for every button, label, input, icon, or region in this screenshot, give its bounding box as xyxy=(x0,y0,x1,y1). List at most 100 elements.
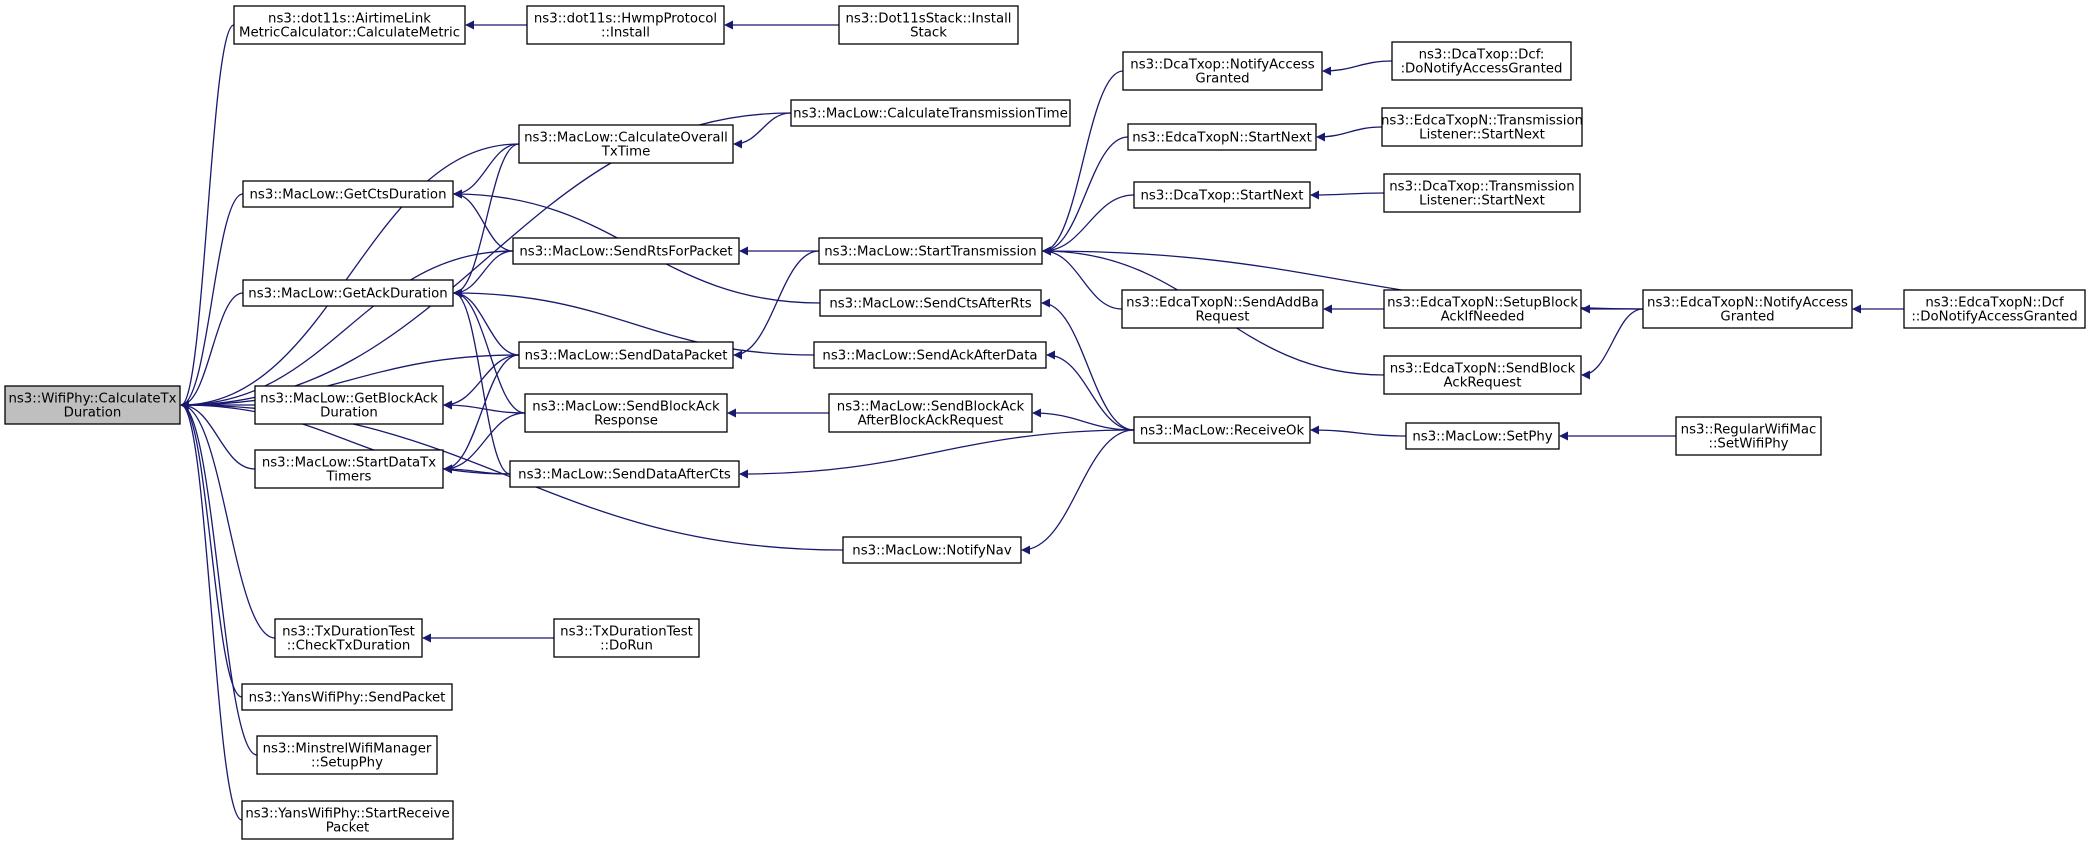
node-checktx[interactable]: ns3::TxDurationTest::CheckTxDuration xyxy=(274,618,423,658)
node-airtime[interactable]: ns3::dot11s::AirtimeLinkMetricCalculator… xyxy=(233,5,466,45)
edge-starttrans-to-senddata xyxy=(733,250,820,360)
node-regularwifimac[interactable]: ns3::RegularWifiMac::SetWifiPhy xyxy=(1675,416,1822,456)
node-label-line: ns3::DcaTxop::NotifyAccess xyxy=(1130,58,1314,73)
node-box[interactable] xyxy=(518,341,734,369)
node-label-line: ns3::MacLow::SendDataPacket xyxy=(525,349,728,364)
node-label-line: Packet xyxy=(326,821,370,836)
node-dcadcf[interactable]: ns3::DcaTxop::Dcf::DoNotifyAccessGranted xyxy=(1391,41,1572,81)
node-label-line: ns3::RegularWifiMac xyxy=(1681,423,1817,438)
edge-yanssend-to-calctx xyxy=(180,400,243,698)
node-senddata[interactable]: ns3::MacLow::SendDataPacket xyxy=(518,341,734,369)
node-box[interactable] xyxy=(241,800,454,840)
node-label-line: ns3::MinstrelWifiManager xyxy=(263,742,432,757)
node-box[interactable] xyxy=(241,683,453,711)
node-box[interactable] xyxy=(838,5,1019,45)
node-yanssend[interactable]: ns3::YansWifiPhy::SendPacket xyxy=(241,683,453,711)
node-sendackafterdata[interactable]: ns3::MacLow::SendAckAfterData xyxy=(813,341,1047,369)
node-box[interactable] xyxy=(1133,416,1311,444)
node-setphy[interactable]: ns3::MacLow::SetPhy xyxy=(1405,422,1560,450)
node-sendbaafterbar[interactable]: ns3::MacLow::SendBlockAckAfterBlockAckRe… xyxy=(828,393,1033,433)
node-box[interactable] xyxy=(1121,289,1324,329)
node-box[interactable] xyxy=(842,536,1022,564)
node-box[interactable] xyxy=(4,385,181,425)
node-label-line: ns3::MacLow::SendBlockAck xyxy=(837,400,1025,415)
node-box[interactable] xyxy=(1133,181,1311,209)
node-box[interactable] xyxy=(1391,41,1572,81)
node-box[interactable] xyxy=(819,289,1042,317)
node-receiveok[interactable]: ns3::MacLow::ReceiveOk xyxy=(1133,416,1311,444)
node-box[interactable] xyxy=(818,237,1043,265)
node-box[interactable] xyxy=(1383,355,1582,395)
node-label-line: ::DoRun xyxy=(600,639,653,654)
node-box[interactable] xyxy=(233,5,466,45)
node-starttrans[interactable]: ns3::MacLow::StartTransmission xyxy=(818,237,1043,265)
node-edcanotify[interactable]: ns3::EdcaTxopN::NotifyAccessGranted xyxy=(1642,289,1853,329)
node-box[interactable] xyxy=(1405,422,1560,450)
edge-receiveok-to-notifynav xyxy=(1021,429,1135,555)
edge-getack-to-calctx xyxy=(180,292,244,410)
node-label-line: ns3::MacLow::GetBlockAck xyxy=(260,392,438,407)
node-label-line: ::SetWifiPhy xyxy=(1708,437,1788,452)
node-sendctsafterrts[interactable]: ns3::MacLow::SendCtsAfterRts xyxy=(819,289,1042,317)
node-box[interactable] xyxy=(1675,416,1822,456)
node-label-line: MetricCalculator::CalculateMetric xyxy=(239,26,460,41)
node-box[interactable] xyxy=(1127,123,1317,151)
node-edcatlstartnext[interactable]: ns3::EdcaTxopN::TransmissionListener::St… xyxy=(1381,107,1583,147)
node-box[interactable] xyxy=(242,279,454,307)
node-box[interactable] xyxy=(518,124,734,164)
node-notifynav[interactable]: ns3::MacLow::NotifyNav xyxy=(842,536,1022,564)
node-minstrel[interactable]: ns3::MinstrelWifiManager::SetupPhy xyxy=(256,735,438,775)
edge-senddataaftercts-to-startdatatx xyxy=(443,464,511,475)
node-label-line: ::CheckTxDuration xyxy=(287,639,411,654)
node-box[interactable] xyxy=(1122,51,1323,91)
node-calctranstime[interactable]: ns3::MacLow::CalculateTransmissionTime xyxy=(790,99,1071,127)
node-getack[interactable]: ns3::MacLow::GetAckDuration xyxy=(242,279,454,307)
node-box[interactable] xyxy=(254,449,444,489)
node-box[interactable] xyxy=(813,341,1047,369)
node-box[interactable] xyxy=(1383,173,1581,213)
node-box[interactable] xyxy=(526,5,725,45)
node-dcatlstartnext[interactable]: ns3::DcaTxop::TransmissionListener::Star… xyxy=(1383,173,1581,213)
node-senddataaftercts[interactable]: ns3::MacLow::SendDataAfterCts xyxy=(509,460,740,488)
node-label-line: ns3::Dot11sStack::Install xyxy=(845,12,1011,27)
node-box[interactable] xyxy=(256,735,438,775)
node-box[interactable] xyxy=(274,618,423,658)
node-getcts[interactable]: ns3::MacLow::GetCtsDuration xyxy=(242,180,454,208)
node-box[interactable] xyxy=(509,460,740,488)
node-sendrts[interactable]: ns3::MacLow::SendRtsForPacket xyxy=(512,237,740,265)
node-label-line: ns3::dot11s::AirtimeLink xyxy=(268,12,431,27)
node-box[interactable] xyxy=(512,237,740,265)
node-box[interactable] xyxy=(790,99,1071,127)
edge-receiveok-to-sendackafterdata xyxy=(1046,350,1135,431)
node-dcastartnext[interactable]: ns3::DcaTxop::StartNext xyxy=(1133,181,1311,209)
edge-sendaddba-to-starttrans xyxy=(1042,246,1123,310)
edge-receiveok-to-senddataaftercts xyxy=(739,429,1135,479)
node-box[interactable] xyxy=(242,180,454,208)
node-dorun[interactable]: ns3::TxDurationTest::DoRun xyxy=(553,618,700,658)
edge-minstrel-to-calctx xyxy=(180,400,258,756)
node-box[interactable] xyxy=(524,393,728,433)
node-box[interactable] xyxy=(1381,107,1583,147)
node-box[interactable] xyxy=(1642,289,1853,329)
node-edcadcf[interactable]: ns3::EdcaTxopN::Dcf::DoNotifyAccessGrant… xyxy=(1903,289,2086,329)
node-box[interactable] xyxy=(254,385,444,425)
edge-senddata-to-getack xyxy=(453,288,520,356)
node-dcanotify[interactable]: ns3::DcaTxop::NotifyAccessGranted xyxy=(1122,51,1323,91)
node-box[interactable] xyxy=(1903,289,2086,329)
node-box[interactable] xyxy=(1383,289,1582,329)
node-box[interactable] xyxy=(828,393,1033,433)
node-hwmp[interactable]: ns3::dot11s::HwmpProtocol::Install xyxy=(526,5,725,45)
node-box[interactable] xyxy=(553,618,700,658)
node-edcastartnext[interactable]: ns3::EdcaTxopN::StartNext xyxy=(1127,123,1317,151)
